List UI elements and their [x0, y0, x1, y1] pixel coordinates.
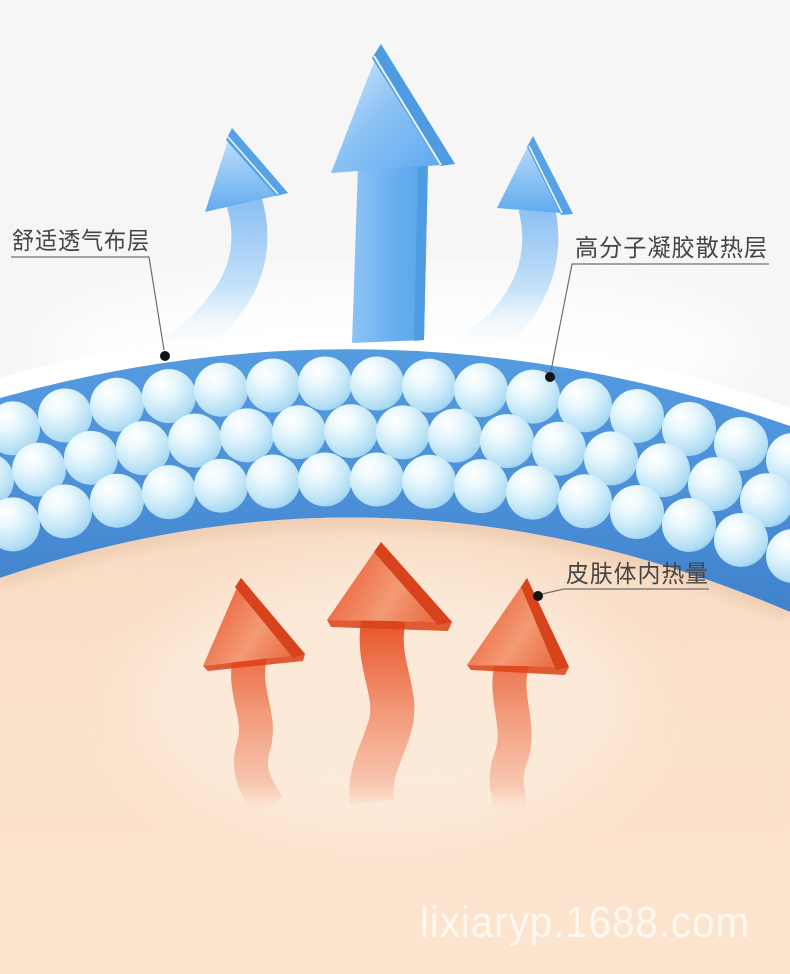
gel-bead — [142, 465, 196, 520]
gel-bead — [350, 356, 404, 411]
gel-bead — [38, 484, 92, 539]
gel-bead — [168, 413, 222, 468]
gel-layer-leader-line — [550, 263, 769, 372]
gel-bead — [610, 389, 664, 444]
skin-shadow — [0, 517, 790, 621]
gel-bead — [194, 362, 248, 417]
airflow-arrow-center-body — [352, 162, 428, 343]
fabric-layer-label: 舒适透气布层 — [12, 228, 150, 255]
gel-bead — [584, 431, 638, 486]
heat-arrow-center-tail — [349, 613, 415, 805]
gel-bead — [246, 454, 300, 509]
gel-bead — [350, 452, 404, 507]
callout-gel-layer: 高分子凝胶散热层 — [545, 235, 769, 382]
heat-arrow-left-head — [203, 578, 305, 671]
watermark: lixiaryp.1688.com — [420, 898, 750, 947]
callout-body-heat: 皮肤体内热量 — [533, 561, 709, 601]
airflow-arrow-left-tail — [162, 192, 268, 369]
gel-bead — [506, 369, 560, 424]
gel-bead — [740, 473, 790, 528]
gel-bead-layer — [0, 356, 790, 583]
body-heat-leader-line — [541, 588, 709, 595]
gel-bead — [480, 414, 534, 469]
heat-arrows — [203, 542, 569, 816]
gel-bead — [194, 458, 248, 513]
heat-arrow-right-head — [467, 578, 569, 675]
gel-bead — [636, 443, 690, 498]
airflow-arrow-right — [457, 136, 573, 368]
gel-bead — [428, 408, 482, 463]
gel-bead — [558, 378, 612, 433]
gel-bead — [532, 421, 586, 476]
gel-bead — [12, 442, 66, 497]
gel-bead — [662, 497, 716, 552]
gel-bead — [298, 356, 352, 411]
gel-bead — [324, 404, 378, 459]
gel-bead — [116, 421, 170, 476]
gel-bead — [90, 473, 144, 528]
gel-bead — [142, 369, 196, 424]
gel-bead — [90, 377, 144, 432]
gel-bead — [402, 358, 456, 413]
gel-bead — [220, 408, 274, 463]
heat-arrow-left-tail — [231, 647, 283, 816]
gel-layer-leader-dot — [545, 372, 555, 382]
callout-fabric-layer: 舒适透气布层 — [11, 228, 170, 361]
gel-bead — [454, 459, 508, 514]
heat-arrow-right-tail — [489, 654, 532, 815]
gel-bead — [714, 512, 768, 567]
gel-bead — [662, 401, 716, 456]
gel-bead — [64, 430, 118, 485]
gel-bead — [272, 405, 326, 460]
airflow-arrow-center — [331, 44, 455, 343]
gel-bead — [688, 457, 742, 512]
gel-bead — [454, 363, 508, 418]
body-heat-label: 皮肤体内热量 — [566, 561, 709, 588]
gel-bead — [402, 454, 456, 509]
airflow-arrow-right-tail — [457, 201, 559, 368]
gel-layer-label: 高分子凝胶散热层 — [575, 235, 768, 262]
gel-bead — [246, 358, 300, 413]
gel-bead — [0, 453, 14, 507]
gel-bead — [766, 433, 790, 487]
heat-arrow-center-head — [327, 542, 452, 631]
gel-bead — [766, 529, 790, 583]
fabric-layer-leader-dot — [160, 351, 170, 361]
gel-bead — [558, 474, 612, 529]
gel-bead — [376, 405, 430, 460]
gel-bead — [610, 485, 664, 540]
gel-bead — [298, 452, 352, 507]
gel-bead — [0, 497, 40, 552]
body-heat-leader-dot — [533, 591, 543, 601]
fabric-layer-leader-line — [11, 256, 165, 351]
gel-bead — [38, 388, 92, 443]
airflow-arrows — [162, 44, 573, 369]
airflow-arrow-center-head — [331, 44, 455, 173]
gel-bead — [0, 401, 40, 456]
gel-bead — [714, 416, 768, 471]
airflow-arrow-left — [162, 128, 288, 369]
gel-bead — [506, 465, 560, 520]
